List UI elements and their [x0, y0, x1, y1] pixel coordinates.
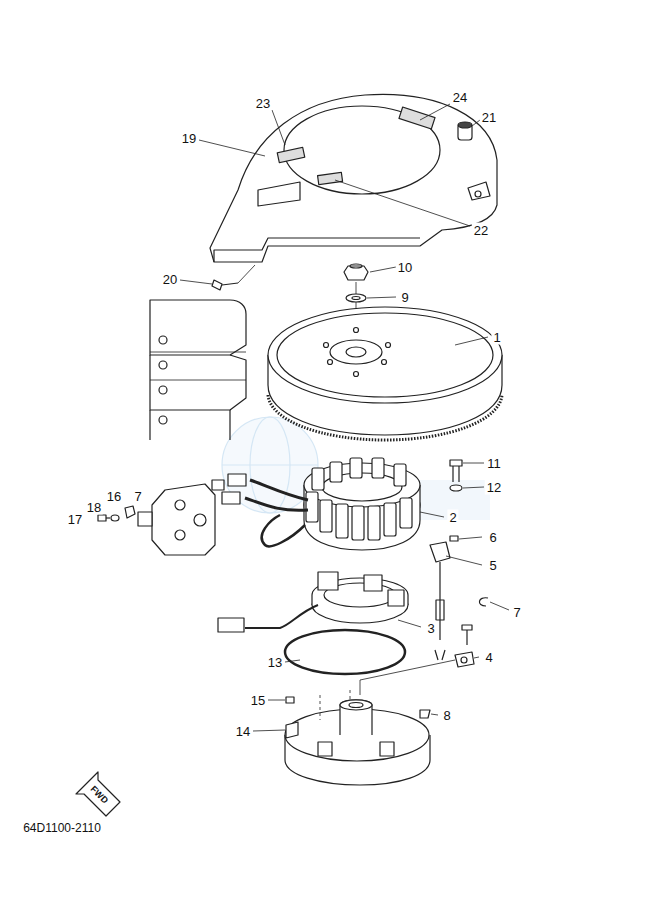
callout-number: 12: [485, 480, 503, 495]
callout-number: 24: [451, 90, 469, 105]
callout-number: 7: [511, 605, 522, 620]
callout-number: 19: [180, 131, 198, 146]
callout-number: 3: [425, 621, 436, 636]
callout-number: 17: [66, 512, 84, 527]
callout-number: 15: [249, 693, 267, 708]
callout-number: 7: [132, 489, 143, 504]
callout-number: 6: [487, 530, 498, 545]
callout-number: 16: [105, 489, 123, 504]
callout-number: 18: [85, 500, 103, 515]
callout-number: 20: [161, 272, 179, 287]
callout-number: 13: [266, 655, 284, 670]
callout-number: 4: [483, 650, 494, 665]
callout-number: 11: [485, 456, 503, 471]
callout-number: 8: [441, 708, 452, 723]
callout-number: 10: [396, 260, 414, 275]
callout-number: 21: [480, 110, 498, 125]
callout-number: 1: [491, 330, 502, 345]
callout-number: 5: [487, 558, 498, 573]
callout-number: 23: [254, 96, 272, 111]
callout-number: 2: [447, 510, 458, 525]
callout-number: 14: [234, 724, 252, 739]
diagram-code: 64D1100-2110: [21, 821, 103, 835]
callout-number: 22: [472, 223, 490, 238]
callout-number: 9: [399, 290, 410, 305]
